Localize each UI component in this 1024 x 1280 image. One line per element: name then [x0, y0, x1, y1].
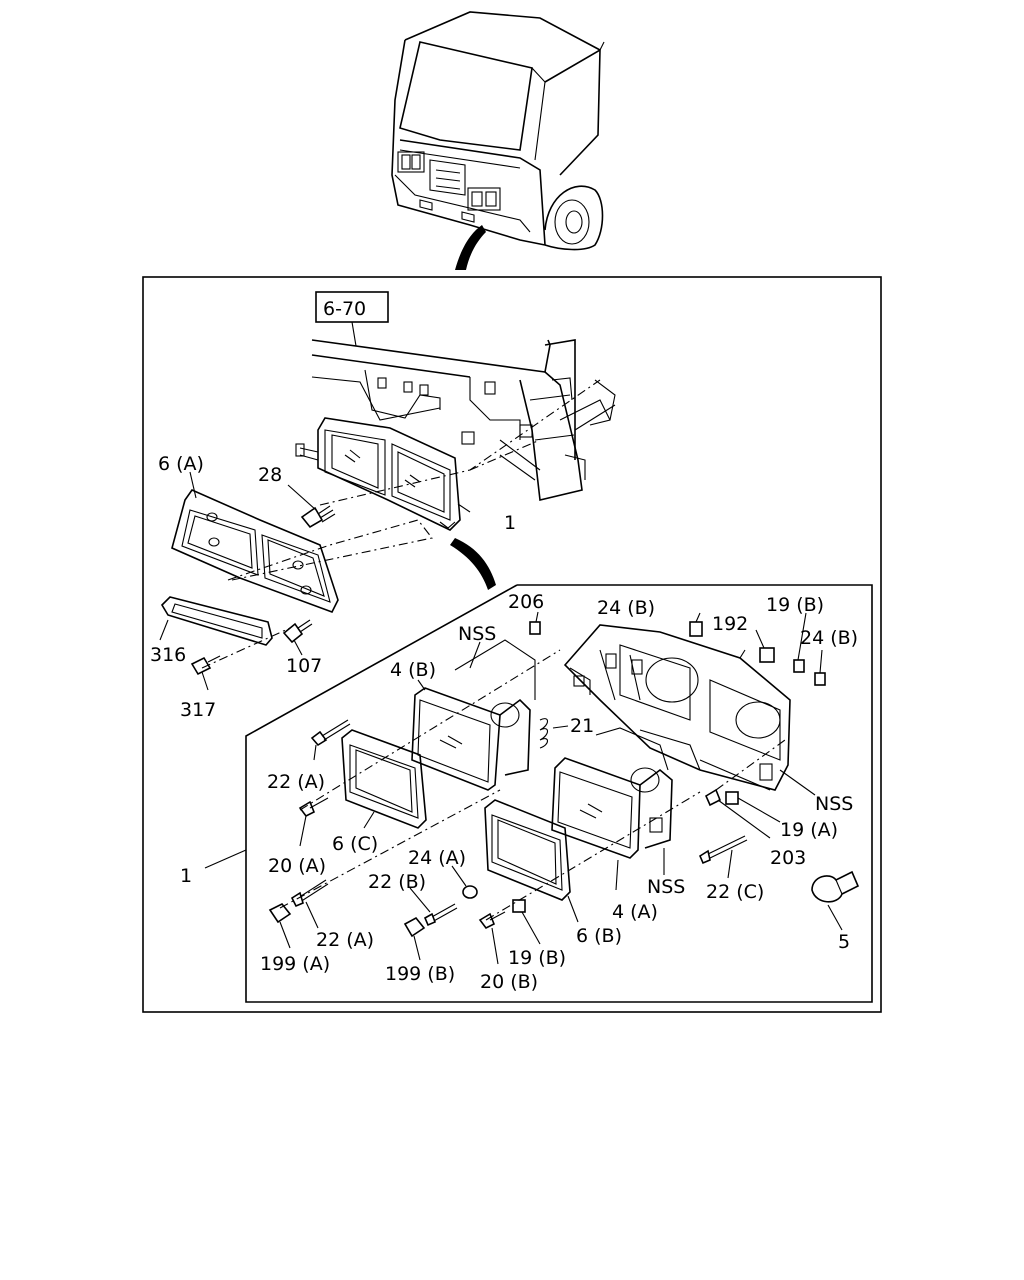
label-19a: 19 (A)	[780, 819, 838, 841]
label-107: 107	[286, 655, 322, 677]
spring-21	[539, 718, 549, 749]
nut-192	[759, 647, 775, 663]
nut-19b-lower	[512, 899, 526, 913]
label-22b: 22 (B)	[368, 871, 426, 893]
sealed-beam-4a	[551, 727, 673, 859]
garnish-316	[160, 596, 273, 646]
label-24b-a: 24 (B)	[597, 597, 655, 619]
screw-20b	[478, 911, 506, 930]
truck-cab-illustration	[391, 11, 606, 270]
label-206: 206	[508, 591, 544, 613]
screw-22a-lower	[290, 879, 329, 908]
label-5: 5	[838, 931, 850, 953]
screw-203	[704, 788, 722, 807]
label-1-left: 1	[180, 865, 192, 887]
label-nss-b: NSS	[815, 793, 853, 815]
screw-107	[282, 619, 313, 644]
label-19b-a: 19 (B)	[766, 594, 824, 616]
label-24b-b: 24 (B)	[800, 627, 858, 649]
label-20a: 20 (A)	[268, 855, 326, 877]
nut-199b	[403, 916, 426, 938]
outer-frame	[142, 276, 882, 1013]
label-22c: 22 (C)	[706, 881, 764, 903]
screw-28	[300, 505, 336, 529]
grommet-24a	[462, 885, 478, 899]
label-nss-a: NSS	[458, 623, 496, 645]
label-316: 316	[150, 644, 186, 666]
clip-nut-206	[529, 621, 541, 635]
label-6a: 6 (A)	[158, 453, 204, 475]
label-19b-b: 19 (B)	[508, 947, 566, 969]
label-6c: 6 (C)	[332, 833, 378, 855]
detail-frame	[245, 584, 873, 1003]
label-22a-a: 22 (A)	[267, 771, 325, 793]
label-192: 192	[712, 613, 748, 635]
chassis-frame-illustration	[311, 339, 616, 501]
nut-199a	[268, 902, 292, 924]
label-28: 28	[258, 464, 282, 486]
screw-20a	[298, 797, 329, 818]
bulb-5	[811, 870, 860, 903]
label-199b: 199 (B)	[385, 963, 455, 985]
label-203: 203	[770, 847, 806, 869]
reference-box: 6-70	[315, 291, 389, 347]
label-4b: 4 (B)	[390, 659, 436, 681]
label-6b: 6 (B)	[576, 925, 622, 947]
screw-22a-upper	[310, 719, 351, 747]
label-1-top: 1	[504, 512, 516, 534]
label-24a: 24 (A)	[408, 847, 466, 869]
label-20b: 20 (B)	[480, 971, 538, 993]
screw-22b	[423, 903, 458, 927]
clip-24b-right	[814, 672, 826, 686]
bezel-6b	[484, 799, 571, 901]
nut-19b-upper	[793, 659, 805, 673]
nut-19a	[725, 791, 739, 805]
reference-box-label: 6-70	[323, 298, 366, 320]
label-199a: 199 (A)	[260, 953, 330, 975]
label-317: 317	[180, 699, 216, 721]
headlamp-housing-assembly	[295, 379, 601, 531]
clip-24b-upper	[689, 621, 703, 637]
label-21: 21	[570, 715, 594, 737]
label-nss-c: NSS	[647, 876, 685, 898]
label-4a: 4 (A)	[612, 901, 658, 923]
screw-317	[190, 655, 221, 676]
screw-22c	[698, 835, 748, 865]
mounting-bracket	[563, 624, 791, 791]
label-22a-b: 22 (A)	[316, 929, 374, 951]
bezel-6a	[171, 489, 339, 613]
